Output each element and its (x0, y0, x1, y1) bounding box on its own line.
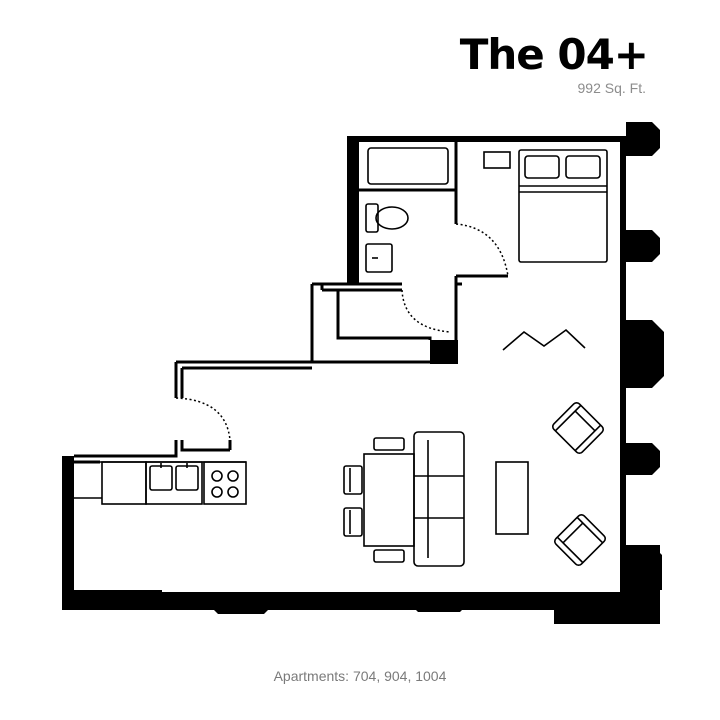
apartments-list: Apartments: 704, 904, 1004 (273, 668, 447, 684)
window-piers-right (626, 122, 664, 590)
stove (203, 461, 247, 505)
coffee-table (495, 461, 529, 535)
bathtub (367, 147, 449, 185)
living-furniture (343, 401, 607, 567)
unit-title: The 04+ (459, 30, 649, 79)
fridge (101, 461, 147, 505)
dresser-symbol (502, 328, 586, 351)
bath-sink (365, 243, 393, 273)
wall-bath-left (347, 136, 359, 284)
wall-living-left (62, 456, 74, 610)
kitchen-sink (149, 463, 199, 491)
bedroom-furniture (483, 149, 608, 351)
unit-area: 992 Sq. Ft. (577, 80, 646, 96)
nightstand (483, 151, 511, 169)
window-piers-bottom (74, 590, 468, 614)
entry-door-swing (175, 397, 231, 441)
bath-door-swing (455, 223, 509, 277)
dining-set (343, 437, 415, 563)
sofa (413, 431, 465, 567)
closet-door-swing (401, 289, 451, 333)
doors (175, 223, 509, 441)
toilet (365, 203, 409, 233)
kitchen-counter (145, 461, 203, 505)
bathroom-fixtures (365, 147, 449, 273)
armchair-top (551, 401, 605, 455)
armchair-bottom (553, 513, 607, 567)
wall-closet-block (430, 340, 458, 364)
kitchen-fixtures (74, 461, 247, 505)
interior-walls (74, 142, 508, 464)
wall-top (347, 136, 625, 142)
bed (518, 149, 608, 263)
wall-right (620, 136, 626, 596)
